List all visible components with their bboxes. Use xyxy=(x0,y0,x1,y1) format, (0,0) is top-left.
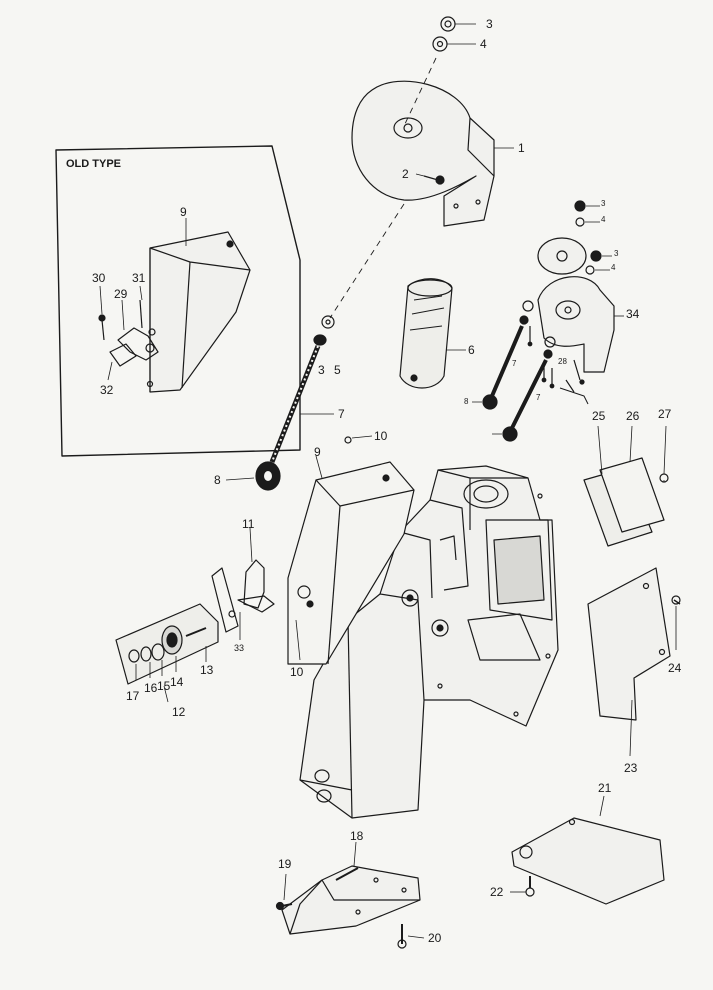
cover-23-part xyxy=(587,567,671,721)
small-callout-28: 28 xyxy=(558,357,567,366)
callout-30: 30 xyxy=(92,271,106,285)
callout-10-bottom: 10 xyxy=(290,665,304,679)
callout-33: 33 xyxy=(234,643,245,653)
callout-29: 29 xyxy=(114,287,128,301)
callout-2: 2 xyxy=(402,167,409,181)
callout-9: 9 xyxy=(314,445,321,459)
callout-22: 22 xyxy=(490,885,504,899)
old-type-title: OLD TYPE xyxy=(66,158,122,170)
inset-lever-part xyxy=(117,327,159,361)
small-callout-7a: 7 xyxy=(512,359,517,368)
front-cover-part xyxy=(287,461,415,665)
top-cover-part xyxy=(351,80,495,227)
old-type-inset-frame xyxy=(55,145,301,457)
callout-25: 25 xyxy=(592,409,606,423)
callout-24: 24 xyxy=(668,661,682,675)
callout-5: 5 xyxy=(334,363,341,377)
callout-31: 31 xyxy=(132,271,146,285)
plate-26-part xyxy=(599,457,665,533)
small-callout-4: 4 xyxy=(601,215,606,224)
small-callout-7b: 7 xyxy=(536,393,541,402)
callout-16: 16 xyxy=(144,681,158,695)
lever-part xyxy=(243,559,265,609)
callout-15: 15 xyxy=(157,679,171,693)
callout-26: 26 xyxy=(626,409,640,423)
main-casting-part xyxy=(299,465,559,819)
callout-3-shaft: 3 xyxy=(318,363,325,377)
callout-11: 11 xyxy=(242,517,255,531)
inset-cover-part xyxy=(149,231,251,393)
bracket-34-part xyxy=(537,276,615,373)
callout-6: 6 xyxy=(468,343,475,357)
callout-21: 21 xyxy=(598,781,612,795)
bottom-plate-21-part xyxy=(511,817,665,905)
callout-17: 17 xyxy=(126,689,140,703)
small-callout-3b: 3 xyxy=(614,249,619,258)
callout-10-top: 10 xyxy=(374,429,388,443)
callout-18: 18 xyxy=(350,829,364,843)
callout-19: 19 xyxy=(278,857,292,871)
bobbin-part xyxy=(399,278,453,389)
callout-3: 3 xyxy=(486,17,493,31)
callout-9-inset: 9 xyxy=(180,205,187,219)
callout-27: 27 xyxy=(658,407,672,421)
callout-12: 12 xyxy=(172,705,186,719)
callout-8: 8 xyxy=(214,473,221,487)
callout-7: 7 xyxy=(338,407,345,421)
small-callout-3: 3 xyxy=(601,199,606,208)
callout-1: 1 xyxy=(518,141,525,155)
callout-13: 13 xyxy=(200,663,214,677)
callout-4: 4 xyxy=(480,37,487,51)
callout-14: 14 xyxy=(170,675,184,689)
small-callout-4b: 4 xyxy=(611,263,616,272)
callout-23: 23 xyxy=(624,761,638,775)
callout-32: 32 xyxy=(100,383,114,397)
callout-20: 20 xyxy=(428,931,442,945)
small-callout-8a: 8 xyxy=(464,397,469,406)
callout-34: 34 xyxy=(626,307,640,321)
